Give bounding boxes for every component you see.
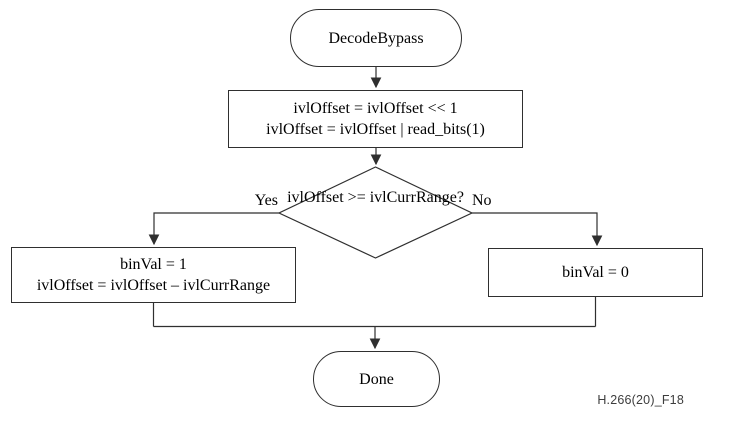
end-terminal: Done bbox=[313, 351, 440, 407]
no-result-box: binVal = 0 bbox=[488, 248, 703, 297]
decision-line-1: ivlOffset >= bbox=[287, 189, 366, 206]
branch-label-yes: Yes bbox=[254, 192, 278, 209]
decision-diamond bbox=[277, 166, 474, 259]
figure-caption: H.266(20)_F18 bbox=[597, 393, 684, 407]
no-box-line-1: binVal = 0 bbox=[562, 264, 629, 281]
start-terminal-label: DecodeBypass bbox=[328, 29, 424, 47]
yes-result-box: binVal = 1 ivlOffset = ivlOffset – ivlCu… bbox=[11, 247, 296, 303]
branch-label-no: No bbox=[472, 192, 492, 209]
yes-box-line-1: binVal = 1 bbox=[120, 256, 187, 273]
decision-label: ivlOffset >= ivlCurrRange? bbox=[285, 187, 466, 208]
end-terminal-label: Done bbox=[359, 370, 394, 388]
connector-no-branch bbox=[472, 212, 603, 247]
process-line-1: ivlOffset = ivlOffset << 1 bbox=[293, 100, 458, 117]
connector-yes-branch bbox=[148, 212, 279, 246]
yes-box-line-2: ivlOffset = ivlOffset – ivlCurrRange bbox=[36, 277, 271, 294]
process-box: ivlOffset = ivlOffset << 1 ivlOffset = i… bbox=[228, 90, 523, 148]
start-terminal: DecodeBypass bbox=[290, 9, 462, 67]
process-line-2: ivlOffset = ivlOffset | read_bits(1) bbox=[266, 121, 485, 138]
decision-line-2: ivlCurrRange? bbox=[369, 189, 464, 206]
